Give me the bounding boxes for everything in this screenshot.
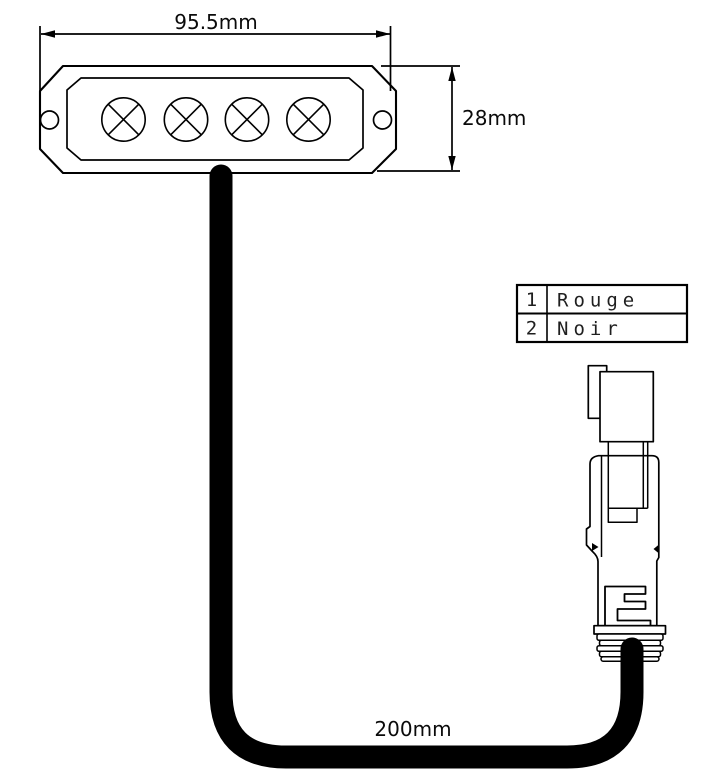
led-symbol-3 bbox=[224, 97, 270, 143]
led-light-front-view bbox=[38, 64, 398, 175]
latch-mark-right bbox=[653, 544, 659, 554]
mounting-hole-left bbox=[39, 110, 60, 130]
wire-table: 1 Rouge 2 Noir bbox=[515, 283, 689, 344]
wire-table-pin-2: 2 bbox=[526, 318, 537, 340]
connector-body bbox=[585, 454, 660, 627]
height-dimension: 28mm bbox=[377, 65, 526, 172]
led-symbol-2 bbox=[163, 97, 209, 143]
connector-flange bbox=[593, 624, 667, 635]
dim-arrow-bottom bbox=[448, 156, 456, 170]
wire-table-pin-1: 1 bbox=[526, 289, 537, 311]
wire-table-color-1: Rouge bbox=[557, 290, 639, 312]
width-dimension-label: 95.5mm bbox=[174, 10, 258, 34]
connector-side-view bbox=[585, 364, 667, 662]
dim-arrow-left bbox=[41, 30, 55, 38]
power-cable bbox=[209, 164, 644, 769]
light-outer-housing bbox=[38, 64, 398, 175]
wire-table-color-2: Noir bbox=[557, 318, 623, 340]
connector-ribs bbox=[596, 633, 664, 662]
led-symbol-1 bbox=[101, 97, 147, 143]
connector-tip-block bbox=[599, 370, 655, 443]
retention-clip-detail bbox=[604, 585, 652, 630]
mounting-hole-right bbox=[372, 110, 393, 130]
dim-arrow-right bbox=[376, 30, 390, 38]
connector-internal-lines bbox=[600, 441, 649, 557]
height-dimension-label: 28mm bbox=[462, 106, 526, 130]
dim-arrow-top bbox=[448, 67, 456, 81]
latch-mark-left bbox=[592, 543, 599, 551]
led-symbol-4 bbox=[285, 97, 331, 143]
width-dimension: 95.5mm bbox=[39, 10, 392, 91]
light-lens-bezel bbox=[66, 77, 364, 161]
cable-length-label: 200mm bbox=[374, 717, 451, 741]
